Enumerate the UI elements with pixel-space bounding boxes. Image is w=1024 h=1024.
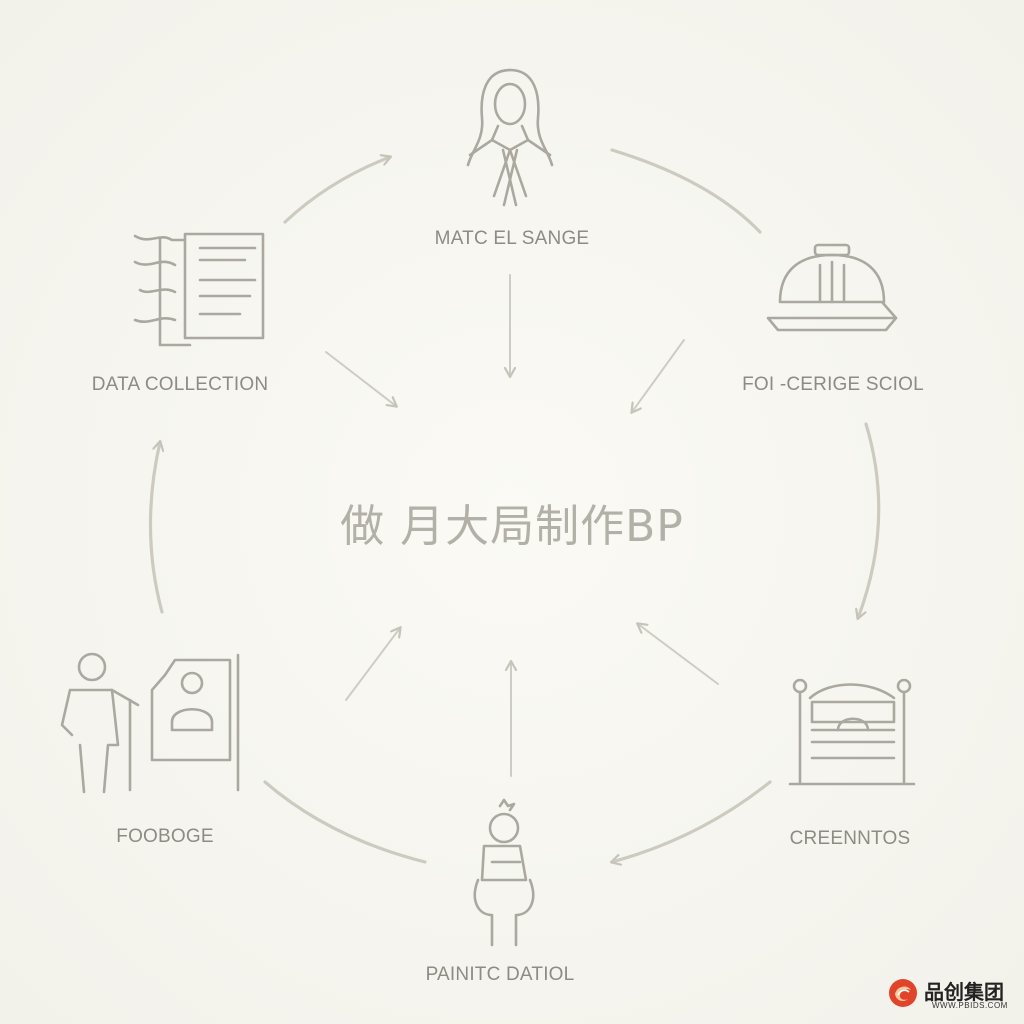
spoke-bottomright [638, 624, 719, 685]
seated-person-icon [473, 798, 535, 947]
arc-bottomleft-to-left [148, 442, 162, 614]
node-label-left: DATA COLLECTION [91, 374, 269, 395]
node-label-bottom-right: CREENNTOS [789, 828, 911, 849]
logo-url: WWW.PBIDS.COM [932, 1001, 1008, 1010]
logo-mark-icon [889, 979, 917, 1007]
spoke-bottomleft [345, 628, 400, 701]
node-label-top: MATC EL SANGE [434, 228, 590, 249]
spoke-topleft [325, 351, 396, 406]
arc-left-to-top [283, 157, 390, 224]
arc-right-to-bottomright [858, 422, 881, 618]
watermark-logo: 品创集团 WWW.PBIDS.COM [884, 970, 1014, 1016]
arc-bottom-to-bottomleft [263, 780, 427, 864]
spoke-topright [632, 339, 685, 412]
arc-top-to-right [610, 148, 762, 234]
node-label-right: FOI -CERIGE SCIOL [742, 374, 924, 395]
person-with-frame-icon [60, 652, 240, 794]
woman-figure-icon [466, 68, 554, 207]
node-label-bottom-left: FOOBOGE [116, 826, 214, 847]
center-title: 做 月大局制作BP [340, 501, 684, 552]
cabinet-icon [788, 678, 916, 786]
document-lines-icon [133, 232, 265, 347]
arc-bottomright-to-bottom [612, 780, 772, 862]
dome-building-icon [766, 243, 898, 332]
node-label-bottom: PAINITC DATIOL [425, 964, 575, 985]
logo-name: 品创集团 [924, 980, 1004, 1004]
